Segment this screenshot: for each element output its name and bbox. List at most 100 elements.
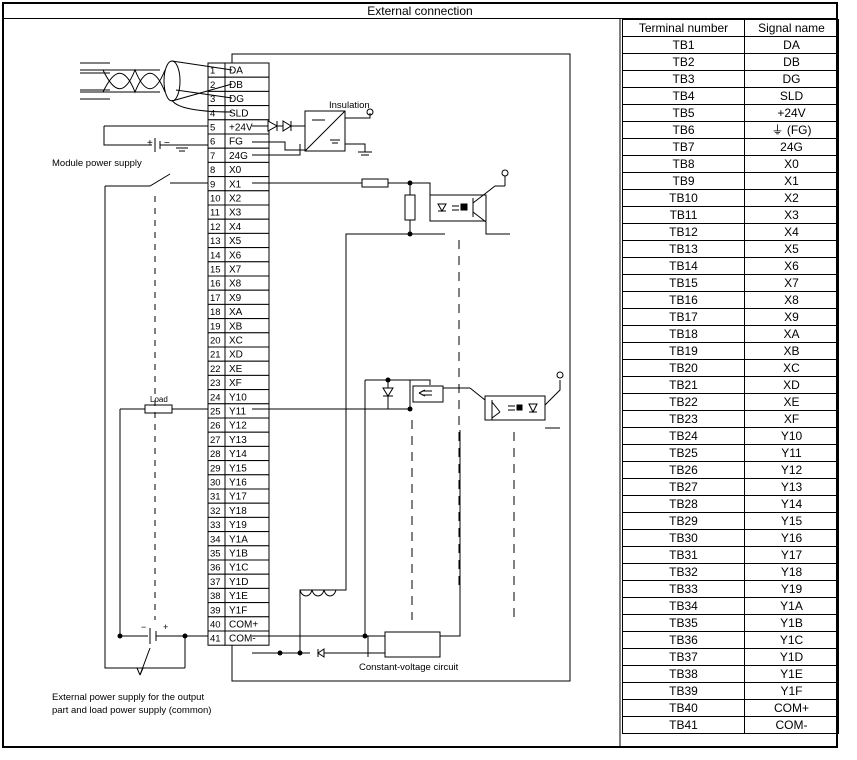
terminal-signal: XD	[229, 350, 243, 361]
terminal-number: 11	[210, 208, 220, 219]
terminal-number: 33	[210, 520, 221, 531]
terminal-signal: DG	[229, 94, 244, 105]
signal-name-cell: X5	[744, 240, 839, 258]
signal-name-cell: Y1C	[744, 631, 839, 649]
terminal-signal: X6	[229, 250, 242, 261]
signal-name-cell: Y10	[744, 427, 839, 445]
module-outline	[231, 53, 571, 682]
terminal-number-cell: TB38	[622, 665, 745, 683]
terminal-number: 22	[210, 364, 221, 375]
terminal-number-cell: TB17	[622, 308, 745, 326]
terminal-number-cell: TB35	[622, 614, 745, 632]
terminal-number: 37	[210, 577, 221, 588]
terminal-number: 34	[210, 534, 221, 545]
terminal-number: 7	[210, 151, 215, 162]
terminal-number: 1	[210, 66, 215, 77]
terminal-number-cell: TB23	[622, 410, 745, 428]
terminal-number: 25	[210, 407, 221, 418]
terminal-number: 12	[210, 222, 221, 233]
terminal-number-cell: TB2	[622, 53, 745, 71]
terminal-number-cell: TB37	[622, 648, 745, 666]
terminal-number: 17	[210, 293, 221, 304]
signal-name-cell: X4	[744, 223, 839, 241]
terminal-number: 26	[210, 421, 221, 432]
input-switch	[104, 173, 208, 669]
signal-name-cell: Y13	[744, 478, 839, 496]
supply-minus: −	[141, 622, 146, 632]
terminal-signal: Y1B	[229, 549, 248, 560]
signal-name-cell: Y15	[744, 512, 839, 530]
signal-name-cell: COM-	[744, 716, 839, 734]
terminal-number: 5	[210, 123, 215, 134]
terminal-number-cell: TB24	[622, 427, 745, 445]
signal-name-cell: XD	[744, 376, 839, 394]
terminal-signal: XC	[229, 336, 243, 347]
terminal-number-cell: TB20	[622, 359, 745, 377]
terminal-number-cell: TB33	[622, 580, 745, 598]
terminal-signal: X3	[229, 208, 242, 219]
terminal-signal: Y16	[229, 478, 247, 489]
signal-name-cell: X0	[744, 155, 839, 173]
terminal-number: 41	[210, 634, 221, 645]
table-row: TB5+24V	[622, 104, 839, 122]
terminal-number: 27	[210, 435, 221, 446]
signal-name-cell: Y12	[744, 461, 839, 479]
terminal-signal: X9	[229, 293, 242, 304]
terminal-number: 31	[210, 492, 221, 503]
terminal-number-cell: TB11	[622, 206, 745, 224]
signal-name-cell: DG	[744, 70, 839, 88]
terminal-signal: DB	[229, 80, 243, 91]
terminal-number: 38	[210, 591, 221, 602]
terminal-number-cell: TB6	[622, 121, 745, 139]
terminal-signal-box	[224, 630, 270, 646]
table-row: TB6⏚ (FG)	[622, 121, 839, 139]
terminal-number-cell: TB40	[622, 699, 745, 717]
signal-name-cell: XA	[744, 325, 839, 343]
terminal-number-cell: TB5	[622, 104, 745, 122]
terminal-signal: 24G	[229, 151, 248, 162]
terminal-number-cell: TB21	[622, 376, 745, 394]
terminal-signal: Y11	[229, 407, 246, 418]
terminal-number-cell: TB36	[622, 631, 745, 649]
terminal-signal: Y1D	[229, 577, 248, 588]
page-title: External connection	[2, 2, 838, 19]
terminal-number-cell: TB34	[622, 597, 745, 615]
signal-name-cell: Y14	[744, 495, 839, 513]
terminal-number: 14	[210, 250, 221, 261]
terminal-number: 29	[210, 463, 221, 474]
insulation-label: Insulation	[329, 100, 370, 111]
terminal-number: 36	[210, 563, 221, 574]
terminal-number: 4	[210, 108, 215, 119]
signal-name-cell: 24G	[744, 138, 839, 156]
terminal-number-cell: TB41	[622, 716, 745, 734]
terminal-number-cell: TB19	[622, 342, 745, 360]
terminal-number-cell: TB26	[622, 461, 745, 479]
terminal-number: 9	[210, 179, 215, 190]
terminal-number-cell: TB8	[622, 155, 745, 173]
terminal-number-cell: TB25	[622, 444, 745, 462]
signal-name-cell: Y17	[744, 546, 839, 564]
signal-name-cell: DA	[744, 36, 839, 54]
terminal-signal: Y18	[229, 506, 247, 517]
terminal-number: 6	[210, 137, 215, 148]
signal-name-cell: XC	[744, 359, 839, 377]
terminal-signal: Y10	[229, 392, 247, 403]
signal-name-cell: Y1E	[744, 665, 839, 683]
terminal-signal: Y17	[229, 492, 247, 503]
